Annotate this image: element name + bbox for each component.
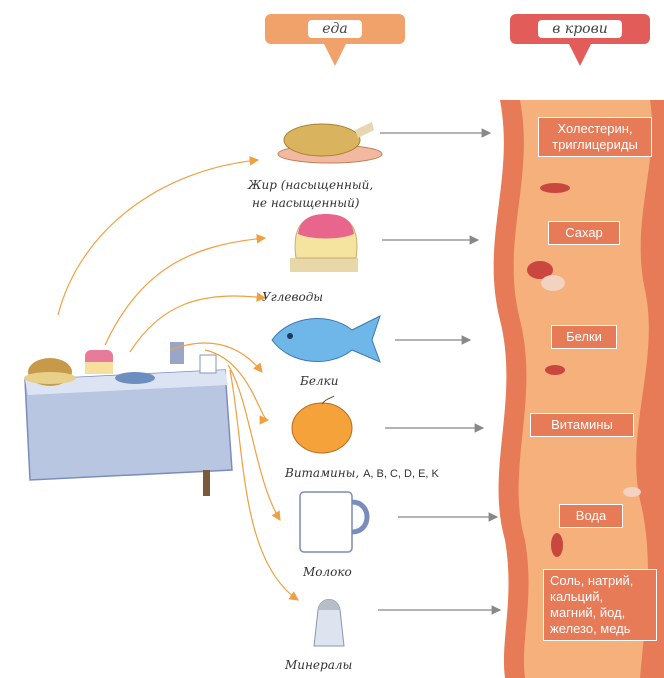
blood-cell bbox=[545, 365, 565, 375]
fish-icon bbox=[272, 316, 380, 362]
mug-icon bbox=[300, 492, 367, 552]
food-label-vitamins-title: Витамины, bbox=[285, 466, 359, 480]
fruit-icon bbox=[292, 396, 352, 453]
blood-box-water: Вода bbox=[559, 504, 623, 528]
blood-box-protein: Белки bbox=[551, 325, 617, 349]
food-label-minerals: Минералы bbox=[285, 658, 352, 672]
blood-cholesterol-line2: триглицериды bbox=[545, 137, 645, 153]
food-header-pointer bbox=[324, 44, 346, 66]
blood-minerals-line4: железо, медь bbox=[550, 621, 650, 637]
blood-box-minerals: Соль, натрий, кальций, магний, йод, желе… bbox=[543, 569, 657, 641]
jelly-icon bbox=[290, 214, 358, 272]
food-label-vitamins: Витамины, A, B, C, D, E, K bbox=[285, 466, 439, 480]
blood-minerals-line3: магний, йод, bbox=[550, 605, 650, 621]
blood-minerals-line2: кальций, bbox=[550, 589, 650, 605]
salt-shaker-icon bbox=[314, 600, 344, 647]
blood-header: в крови bbox=[510, 14, 650, 44]
food-label-vitamins-list: A, B, C, D, E, K bbox=[363, 468, 439, 480]
table-illustration bbox=[24, 342, 232, 496]
blood-minerals-line1: Соль, натрий, bbox=[550, 573, 650, 589]
food-label-milk: Молоко bbox=[303, 565, 352, 579]
blood-box-sugar: Сахар bbox=[548, 221, 620, 245]
food-header-label: еда bbox=[308, 20, 362, 38]
blood-cell bbox=[541, 275, 565, 291]
blood-box-vitamins: Витамины bbox=[530, 413, 634, 437]
food-header: еда bbox=[265, 14, 405, 44]
absorb-arrows bbox=[378, 133, 500, 610]
chicken-icon bbox=[278, 122, 382, 163]
blood-cell bbox=[551, 533, 563, 557]
blood-cholesterol-line1: Холестерин, bbox=[545, 121, 645, 137]
food-label-fat: Жир (насыщенный, bbox=[248, 178, 373, 192]
food-label-protein: Белки bbox=[300, 374, 338, 388]
blood-box-cholesterol: Холестерин, триглицериды bbox=[538, 117, 652, 157]
blood-cell bbox=[623, 487, 641, 497]
blood-cell bbox=[540, 183, 570, 193]
blood-header-pointer bbox=[569, 44, 591, 66]
food-label-fat-2: не насыщенный) bbox=[252, 196, 359, 210]
blood-header-label: в крови bbox=[538, 20, 622, 38]
food-label-carbs: Углеводы bbox=[262, 290, 323, 304]
